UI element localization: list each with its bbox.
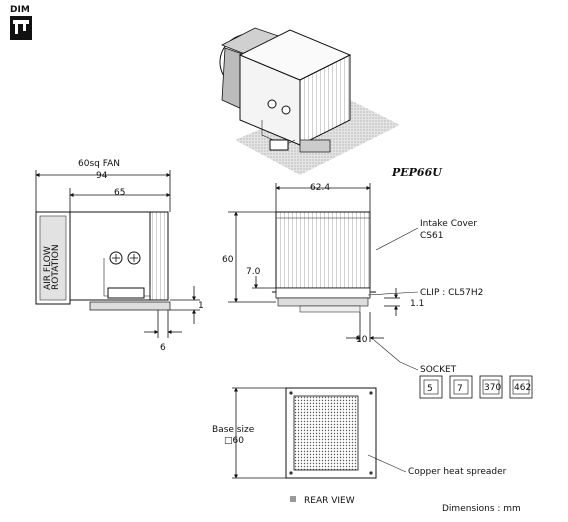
socket-icons: 5 7 370 462	[419, 375, 533, 399]
dim-badge-label: DIM	[10, 5, 30, 15]
dim-badge-box	[10, 16, 32, 40]
dim-front-lower: 7.0	[246, 267, 261, 277]
dim-fan-size: 60sq FAN	[78, 159, 120, 169]
model-name: PEP66U	[391, 166, 443, 179]
callout-intake-cover: Intake Cover	[420, 219, 477, 229]
fan-label-rotation: ROTATION	[51, 244, 61, 290]
rear-view-square-icon	[290, 496, 296, 502]
screw-icon	[109, 251, 123, 265]
isometric-view	[219, 27, 400, 175]
front-view: 62.4 60 7.0 Intake Cover CS61 CLIP : CL5…	[222, 183, 483, 375]
base-size-label: Base size	[212, 425, 255, 435]
rear-view-title: REAR VIEW	[304, 496, 355, 506]
dim-front-height: 60	[222, 255, 234, 265]
dim-clip-gap: 1.1	[410, 299, 424, 309]
callout-socket: SOCKET	[420, 365, 457, 375]
dim-offset: 6	[160, 343, 166, 353]
dim-body-width: 65	[114, 188, 125, 198]
dim-ten: 10	[356, 335, 368, 345]
dim-total-width: 94	[96, 171, 108, 181]
socket-icon: 462	[509, 375, 533, 399]
caliper-icon	[13, 20, 29, 34]
socket-label-5: 5	[427, 384, 433, 394]
units-note: Dimensions : mm	[442, 504, 521, 514]
dim-front-width: 62.4	[310, 183, 330, 193]
screw-icon	[127, 251, 141, 265]
base-size-value: □60	[224, 436, 244, 446]
dim-bottom-gap: 1	[198, 301, 204, 311]
callout-copper: Copper heat spreader	[408, 467, 507, 477]
socket-label-370: 370	[484, 383, 501, 393]
socket-icon: 7	[449, 375, 473, 399]
socket-label-7: 7	[457, 384, 463, 394]
socket-icon: 370	[479, 375, 503, 399]
socket-label-462: 462	[514, 383, 531, 393]
callout-clip: CLIP : CL57H2	[420, 288, 483, 298]
rear-view: Base size □60 Copper heat spreader REAR …	[212, 387, 507, 506]
dim-badge: DIM	[10, 5, 32, 40]
side-view: AIR FLOW ROTATION 60sq FAN 94 65	[35, 159, 204, 353]
callout-intake-code: CS61	[420, 231, 443, 241]
socket-icon: 5	[419, 375, 443, 399]
fan-label-airflow: AIR FLOW	[43, 246, 53, 290]
